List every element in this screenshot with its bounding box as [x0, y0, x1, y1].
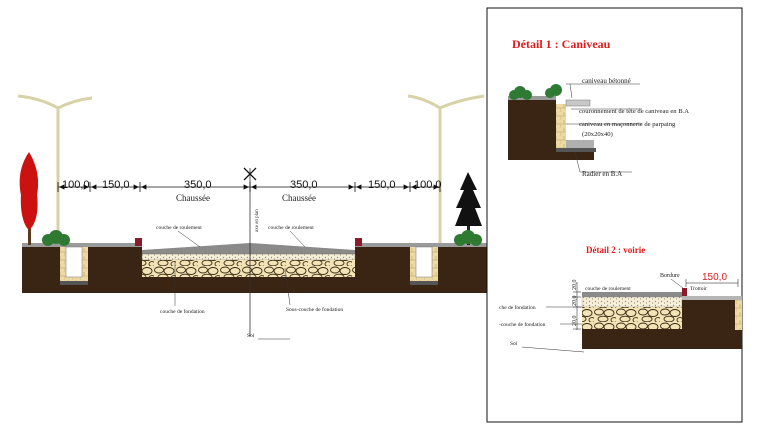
dimension-line — [57, 182, 441, 192]
detail-2-sidewalk-width: 150,0 — [702, 272, 727, 283]
streetlight-left — [17, 94, 93, 243]
red-tree-icon — [19, 152, 39, 245]
label-soil: Sol — [247, 333, 255, 339]
roadway-label-right: Chaussée — [282, 193, 316, 203]
dim-4: 350,0 — [290, 179, 318, 191]
detail-1-title: Détail 1 : Caniveau — [512, 37, 611, 51]
rolling-layer — [142, 243, 355, 254]
foundation-gravel — [141, 253, 356, 261]
label-rolling-left: couche de roulement — [156, 225, 202, 231]
axis-label: axe en plan — [255, 209, 260, 232]
subbase-stones — [142, 260, 355, 277]
detail-1-shrub-icon — [509, 84, 562, 100]
soil-under-road — [142, 277, 355, 293]
detail-2-sidewalk: Trottoir — [690, 286, 707, 292]
dim-1: 100,0 — [62, 179, 90, 191]
streetlight-right — [407, 94, 485, 243]
black-tree-icon — [455, 172, 482, 245]
label-rolling-right: couche de roulement — [268, 225, 314, 231]
label-foundation: couche de fondation — [160, 308, 205, 315]
roadway-label-left: Chaussée — [176, 193, 210, 203]
detail-2-soil: Sol — [510, 341, 518, 347]
detail-2-road: Détail 2 : voirie 20,0 20,0 20,0 150,0 T… — [499, 245, 742, 353]
detail-1-label-crown: couronnement de tête de caniveau en B.A — [579, 108, 689, 115]
detail-1-label-masonry: caniveau en maçonnerie de parpaing — [579, 121, 676, 128]
detail-panel-frame — [486, 7, 743, 423]
curb-left — [135, 238, 142, 246]
detail-2-thk-3: 20,0 — [572, 316, 578, 327]
detail-2-curb — [682, 288, 687, 296]
label-subbase: Sous-couche de fondation — [286, 306, 343, 313]
gutter-right — [410, 246, 438, 285]
road-axis — [243, 167, 257, 336]
main-cross-section: axe en plan 100,0 150,0 350,0 350,0 150,… — [17, 94, 487, 340]
gutter-left — [60, 246, 88, 285]
detail-1-label-masonry-size: (20x20x40) — [582, 131, 613, 138]
detail-1-gutter: Détail 1 : Caniveau caniveau bétonné cou… — [508, 37, 689, 178]
detail-2-curb-label: Bordure — [660, 273, 680, 279]
detail-1-label-slab: Radier en B.A — [582, 170, 622, 178]
detail-2-foundation: che de fondation — [499, 304, 536, 311]
detail-2-thk-1: 20,0 — [572, 280, 578, 291]
sidewalk-right — [355, 243, 487, 247]
dim-6: 100,0 — [414, 179, 442, 191]
curb-right — [355, 238, 362, 246]
detail-2-thk-2: 20,0 — [572, 296, 578, 307]
shrub-left-icon — [42, 230, 70, 246]
shrub-right-icon — [454, 230, 482, 246]
detail-2-rolling: couche de roulement — [585, 286, 631, 292]
dim-5: 150,0 — [368, 179, 396, 191]
dim-3: 350,0 — [184, 179, 212, 191]
dim-2: 150,0 — [102, 179, 130, 191]
detail-2-subbase: -couche de fondation — [499, 321, 546, 328]
detail-1-label-concrete: caniveau bétonné — [582, 77, 631, 85]
detail-2-title: Détail 2 : voirie — [586, 245, 645, 255]
sidewalk-left — [22, 243, 142, 247]
